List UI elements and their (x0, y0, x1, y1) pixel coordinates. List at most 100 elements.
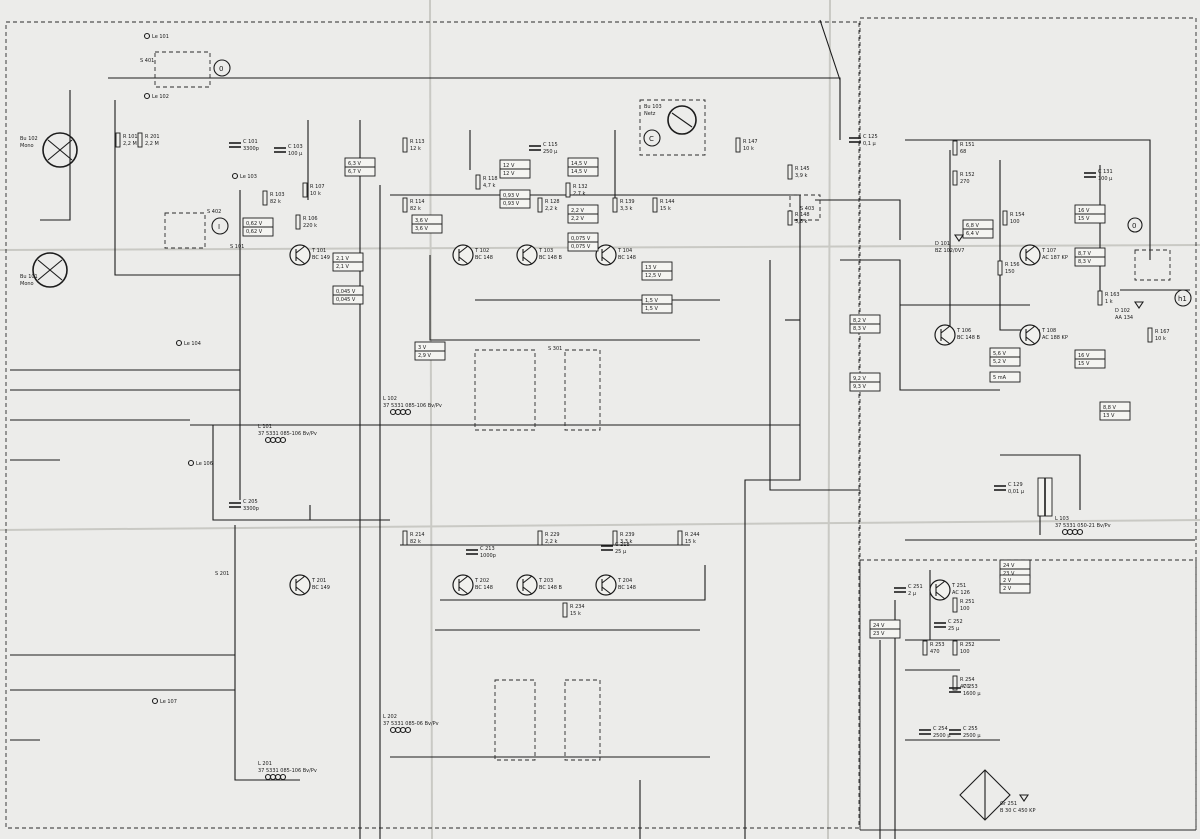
voltage-value: 8,7 V (1078, 251, 1092, 257)
transistor-type: BC 148 (475, 255, 493, 261)
capacitor-value: 100 µ (288, 151, 303, 157)
resistor-value: 2,7 k (573, 191, 586, 197)
capacitor-ref: C 131 (1098, 169, 1113, 175)
jack-icon (231, 172, 239, 180)
diode-type: B 30 C 450 KP (1000, 808, 1035, 814)
switch-s301-lower (494, 679, 536, 761)
resistor-value: 2,2 k (545, 206, 558, 212)
resistor-ref: R 139 (620, 199, 635, 205)
diode-icon (1018, 794, 1030, 802)
jack-ref: Le 101 (152, 34, 169, 40)
resistor-value: 470 (930, 649, 940, 655)
voltage-value: 16 V (1078, 208, 1090, 214)
connector-ref: Bu 101 (20, 274, 38, 280)
inductor-part: 37 5331 050-21 Bv/Pv (1055, 523, 1111, 529)
voltage-box: 1,5 V1,5 V (641, 294, 673, 314)
capacitor-value: 2500 µ (933, 733, 951, 739)
voltage-value: 6,4 V (966, 231, 980, 237)
resistor-ref: R 152 (960, 172, 975, 178)
voltage-value: 0,045 V (336, 289, 356, 295)
voltage-value: 0,62 V (246, 221, 263, 227)
switch-ref: S 101 (230, 244, 244, 250)
transistor-ref: T 102 (474, 248, 489, 254)
voltage-value: 6,3 V (348, 161, 362, 167)
voltage-box: 0,62 V0,62 V (242, 217, 274, 237)
transistor-type: BC 148 (475, 585, 493, 591)
voltage-value: 16 V (1078, 353, 1090, 359)
transistor-ref: T 101 (311, 248, 326, 254)
resistor-value: 10 k (743, 146, 754, 152)
resistor-value: 270 (960, 179, 970, 185)
voltage-box: 5 mA (989, 371, 1021, 383)
marker-circles (211, 59, 1192, 307)
capacitor-ref: C 213 (480, 546, 495, 552)
resistor-value: 3,3 k (620, 539, 633, 545)
voltage-box: 14,5 V14,5 V (567, 157, 599, 177)
transistor-ref: T 104 (617, 248, 632, 254)
resistor-ref: R 163 (1105, 292, 1120, 298)
voltage-value: 5,6 V (993, 351, 1007, 357)
transistor-type: BC 148 (618, 255, 636, 261)
resistor-ref: R 234 (570, 604, 585, 610)
transistor-ref: T 204 (617, 578, 632, 584)
paper-fold (429, 0, 433, 839)
voltage-box: 3 V2,9 V (414, 341, 446, 361)
switch-ref: S 401 (140, 58, 154, 64)
voltage-box: 0,075 V0,075 V (567, 232, 599, 252)
resistor-value: 15 k (570, 611, 581, 617)
inductor-ref: L 103 (1055, 516, 1069, 522)
connector-name: Netz (644, 111, 656, 117)
connector-ref: Bu 103 (644, 104, 662, 110)
transistor-ref: T 201 (311, 578, 326, 584)
resistor-value: 2,2 M (123, 141, 137, 147)
transistor-type: AC 188 KP (1042, 335, 1068, 341)
voltage-value: 8,3 V (1078, 259, 1092, 265)
capacitor-ref: C 253 (963, 684, 978, 690)
transistor-ref: T 106 (956, 328, 971, 334)
voltage-box: 8,7 V 8,3 V (1074, 247, 1106, 267)
bus-wires (10, 19, 1195, 839)
voltage-value: 6,7 V (348, 169, 362, 175)
diode-ref: Gr 251 (1000, 801, 1017, 807)
voltage-value: 12 V (503, 163, 515, 169)
capacitor-value: 3300p (243, 146, 259, 152)
voltage-value: 0,075 V (571, 244, 591, 250)
transistor-ref: T 103 (538, 248, 553, 254)
resistor-ref: R 214 (410, 532, 425, 538)
resistor-ref: R 118 (483, 176, 498, 182)
bridge-rectifier-gr251 (959, 769, 1011, 821)
resistor-ref: R 148 (795, 212, 810, 218)
voltage-value: 3,6 V (415, 218, 429, 224)
resistor-value: 5,6 k (795, 219, 808, 225)
resistor-value: 4,7 k (483, 183, 496, 189)
voltage-value: 9,3 V (853, 384, 867, 390)
switch-s401-right (1134, 249, 1171, 281)
voltage-value: 15 V (1078, 361, 1090, 367)
resistor-ref: R 103 (270, 192, 285, 198)
resistor-value: 100 (1010, 219, 1020, 225)
switch-s301-upper (474, 349, 536, 431)
voltage-box: 5,6 V5,2 V (989, 347, 1021, 367)
capacitor-value: 0,01 µ (1008, 489, 1025, 495)
resistor-value: 82 k (410, 539, 421, 545)
capacitor-ref: C 251 (908, 584, 923, 590)
connector-ref: Bu 102 (20, 136, 38, 142)
